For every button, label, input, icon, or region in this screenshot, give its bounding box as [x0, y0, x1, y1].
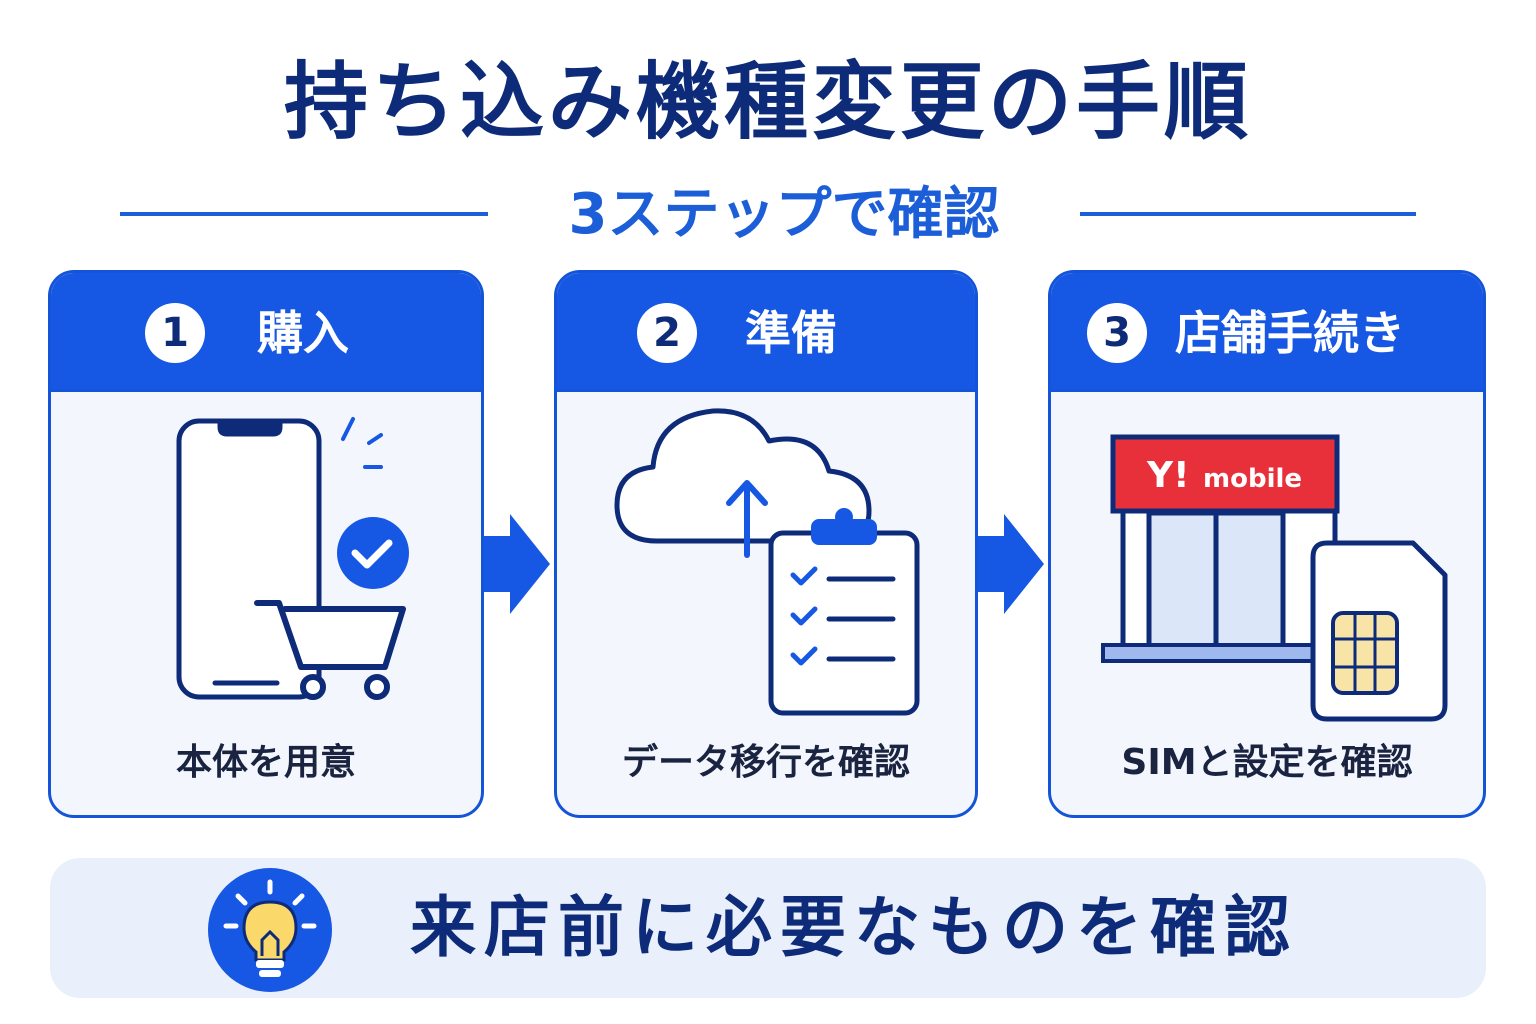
subtitle-divider-right [1080, 212, 1416, 216]
step-caption-1: 本体を用意 [175, 742, 356, 783]
tip-icon-circle [208, 868, 332, 992]
store-sim-icon: Y! mobile [1101, 434, 1448, 722]
step-number-1: 1 [145, 303, 205, 363]
phone-cart-check-icon [176, 417, 409, 700]
page-title: 持ち込み機種変更の手順 [283, 53, 1252, 151]
step-card-3: 3 店舗手続き Y! mobile SIMと設定を確認 [1048, 270, 1486, 818]
brand-mark: Y! [1146, 455, 1190, 496]
tip-text: 来店前に必要なものを確認 [410, 889, 1298, 966]
brand-word: mobile [1203, 464, 1302, 494]
step-caption-2: データ移行を確認 [621, 742, 910, 783]
subtitle-row: 3ステップで確認 [0, 180, 1536, 250]
arrow-right-icon [978, 514, 1044, 614]
subtitle: 3ステップで確認 [568, 182, 1000, 247]
step-header-1: 1 購入 [51, 273, 481, 392]
lightbulb-icon [223, 879, 317, 977]
step-header-3: 3 店舗手続き [1051, 273, 1483, 392]
step-number-3: 3 [1087, 303, 1147, 363]
step-card-1: 1 購入 本体を用意 [48, 270, 484, 818]
step-header-2: 2 準備 [557, 273, 975, 392]
step-label-2: 準備 [745, 306, 837, 360]
cloud-upload-checklist-icon [614, 408, 920, 716]
store-sign: Y! mobile [1146, 455, 1302, 496]
step-caption-3: SIMと設定を確認 [1121, 742, 1413, 783]
step-label-1: 購入 [257, 306, 349, 360]
step-label-3: 店舗手続き [1175, 306, 1405, 360]
step-number-2: 2 [637, 303, 697, 363]
subtitle-divider-left [120, 212, 488, 216]
tip-banner: 来店前に必要なものを確認 [50, 858, 1486, 998]
step-card-2: 2 準備 データ移行を確認 [554, 270, 978, 818]
arrow-right-icon [484, 514, 550, 614]
